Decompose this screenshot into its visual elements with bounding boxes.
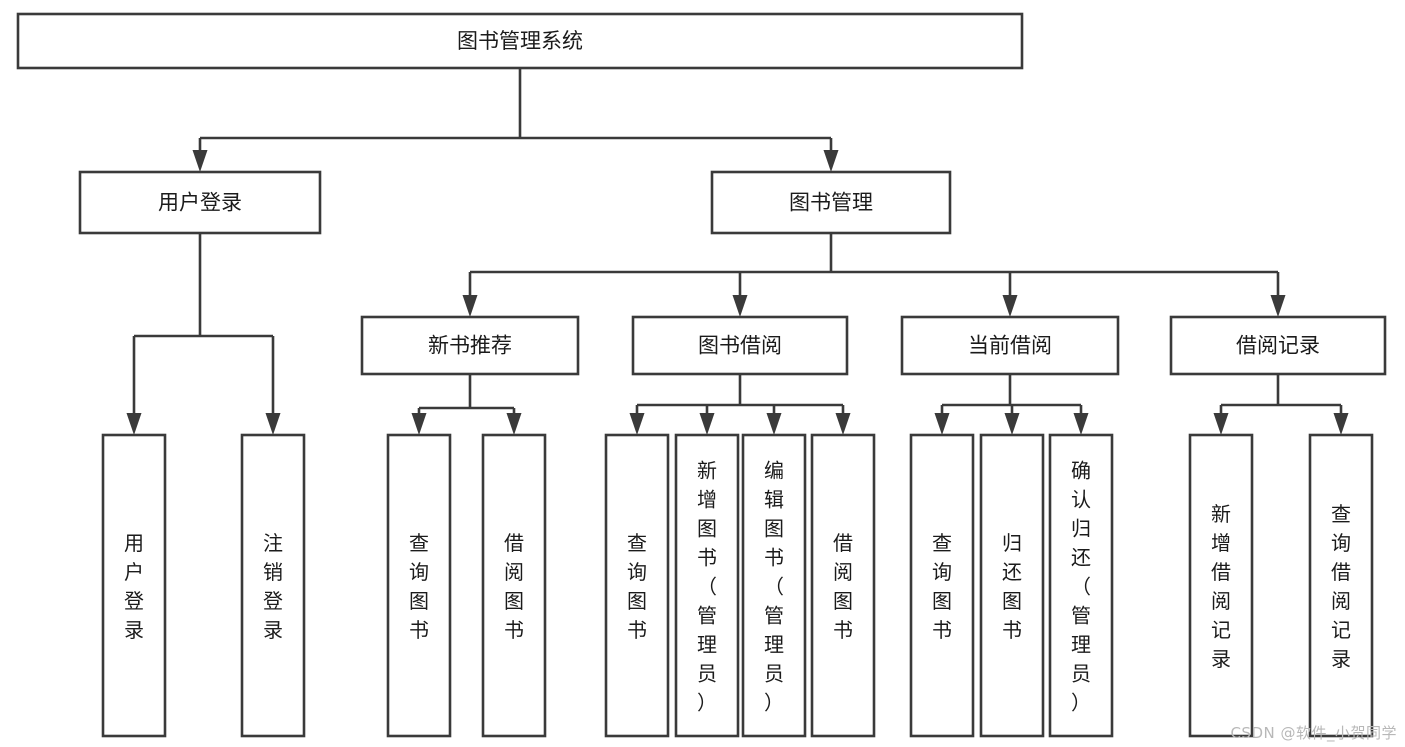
- node-box-leaf-return-book[interactable]: [979, 433, 1045, 738]
- node-book-borrow[interactable]: 图书借阅: [631, 315, 849, 376]
- node-leaf-query-book-3[interactable]: 查询图书: [909, 433, 975, 738]
- node-box-root[interactable]: [16, 12, 1024, 70]
- edge-group-current-borrow: [934, 374, 1089, 435]
- node-box-current-borrow[interactable]: [900, 315, 1120, 376]
- node-leaf-borrow-book-1[interactable]: 借阅图书: [481, 433, 547, 738]
- node-label-leaf-user-login: 用户登录: [124, 531, 144, 642]
- edge-group-user-login: [126, 233, 281, 435]
- node-leaf-user-logout[interactable]: 注销登录: [240, 433, 306, 738]
- node-box-user-login[interactable]: [78, 170, 322, 235]
- edge-group-book-borrow: [629, 374, 851, 435]
- node-label-root: 图书管理系统: [457, 29, 583, 53]
- node-label-user-login: 用户登录: [158, 191, 242, 215]
- node-user-login[interactable]: 用户登录: [78, 170, 322, 235]
- node-label-book-manage: 图书管理: [789, 191, 873, 215]
- node-box-leaf-confirm-return[interactable]: [1048, 433, 1114, 738]
- node-label-leaf-add-book: 新增图书（管理员）: [697, 459, 717, 715]
- node-box-borrow-record[interactable]: [1169, 315, 1387, 376]
- node-label-leaf-query-book-1: 查询图书: [409, 531, 429, 642]
- node-box-leaf-user-login[interactable]: [101, 433, 167, 738]
- node-label-leaf-query-record: 查询借阅记录: [1331, 502, 1351, 671]
- node-label-new-book-rec: 新书推荐: [428, 334, 512, 358]
- node-label-leaf-query-book-2: 查询图书: [627, 531, 647, 642]
- node-box-leaf-query-record[interactable]: [1308, 433, 1374, 738]
- watermark-label: CSDN @软件_小贺同学: [1230, 724, 1397, 742]
- node-box-leaf-borrow-book-2[interactable]: [810, 433, 876, 738]
- node-box-leaf-query-book-2[interactable]: [604, 433, 670, 738]
- node-box-new-book-rec[interactable]: [360, 315, 580, 376]
- node-box-book-borrow[interactable]: [631, 315, 849, 376]
- node-label-leaf-add-record: 新增借阅记录: [1211, 502, 1231, 671]
- edge-group-new-book-rec: [411, 374, 522, 435]
- node-leaf-edit-book[interactable]: 编辑图书（管理员）: [741, 433, 807, 738]
- node-leaf-add-record[interactable]: 新增借阅记录: [1188, 433, 1254, 738]
- node-leaf-return-book[interactable]: 归还图书: [979, 433, 1045, 738]
- node-book-manage[interactable]: 图书管理: [710, 170, 952, 235]
- node-leaf-query-book-1[interactable]: 查询图书: [386, 433, 452, 738]
- node-box-leaf-user-logout[interactable]: [240, 433, 306, 738]
- node-label-book-borrow: 图书借阅: [698, 334, 782, 358]
- node-box-leaf-query-book-3[interactable]: [909, 433, 975, 738]
- node-box-book-manage[interactable]: [710, 170, 952, 235]
- node-borrow-record[interactable]: 借阅记录: [1169, 315, 1387, 376]
- node-box-leaf-query-book-1[interactable]: [386, 433, 452, 738]
- node-label-leaf-borrow-book-1: 借阅图书: [504, 531, 524, 642]
- node-leaf-confirm-return[interactable]: 确认归还（管理员）: [1048, 433, 1114, 738]
- node-label-borrow-record: 借阅记录: [1236, 334, 1320, 358]
- node-box-leaf-add-book[interactable]: [674, 433, 740, 738]
- node-leaf-query-record[interactable]: 查询借阅记录: [1308, 433, 1374, 738]
- node-leaf-borrow-book-2[interactable]: 借阅图书: [810, 433, 876, 738]
- edge-group-root: [192, 68, 839, 172]
- node-new-book-rec[interactable]: 新书推荐: [360, 315, 580, 376]
- node-box-leaf-add-record[interactable]: [1188, 433, 1254, 738]
- node-label-leaf-query-book-3: 查询图书: [932, 531, 952, 642]
- node-label-leaf-borrow-book-2: 借阅图书: [833, 531, 853, 642]
- node-label-leaf-edit-book: 编辑图书（管理员）: [764, 459, 784, 715]
- node-label-leaf-return-book: 归还图书: [1002, 531, 1022, 642]
- node-current-borrow[interactable]: 当前借阅: [900, 315, 1120, 376]
- node-leaf-user-login[interactable]: 用户登录: [101, 433, 167, 738]
- node-layer: 图书管理系统用户登录图书管理新书推荐图书借阅当前借阅借阅记录用户登录注销登录查询…: [16, 12, 1387, 738]
- node-box-leaf-edit-book[interactable]: [741, 433, 807, 738]
- node-leaf-query-book-2[interactable]: 查询图书: [604, 433, 670, 738]
- node-label-current-borrow: 当前借阅: [968, 334, 1052, 358]
- edge-group-book-manage: [462, 233, 1286, 317]
- node-leaf-add-book[interactable]: 新增图书（管理员）: [674, 433, 740, 738]
- edge-group-borrow-record: [1213, 374, 1349, 435]
- node-root[interactable]: 图书管理系统: [16, 12, 1024, 70]
- node-label-leaf-confirm-return: 确认归还（管理员）: [1071, 459, 1091, 715]
- connector-layer: [126, 68, 1349, 435]
- node-label-leaf-user-logout: 注销登录: [263, 531, 283, 642]
- node-box-leaf-borrow-book-1[interactable]: [481, 433, 547, 738]
